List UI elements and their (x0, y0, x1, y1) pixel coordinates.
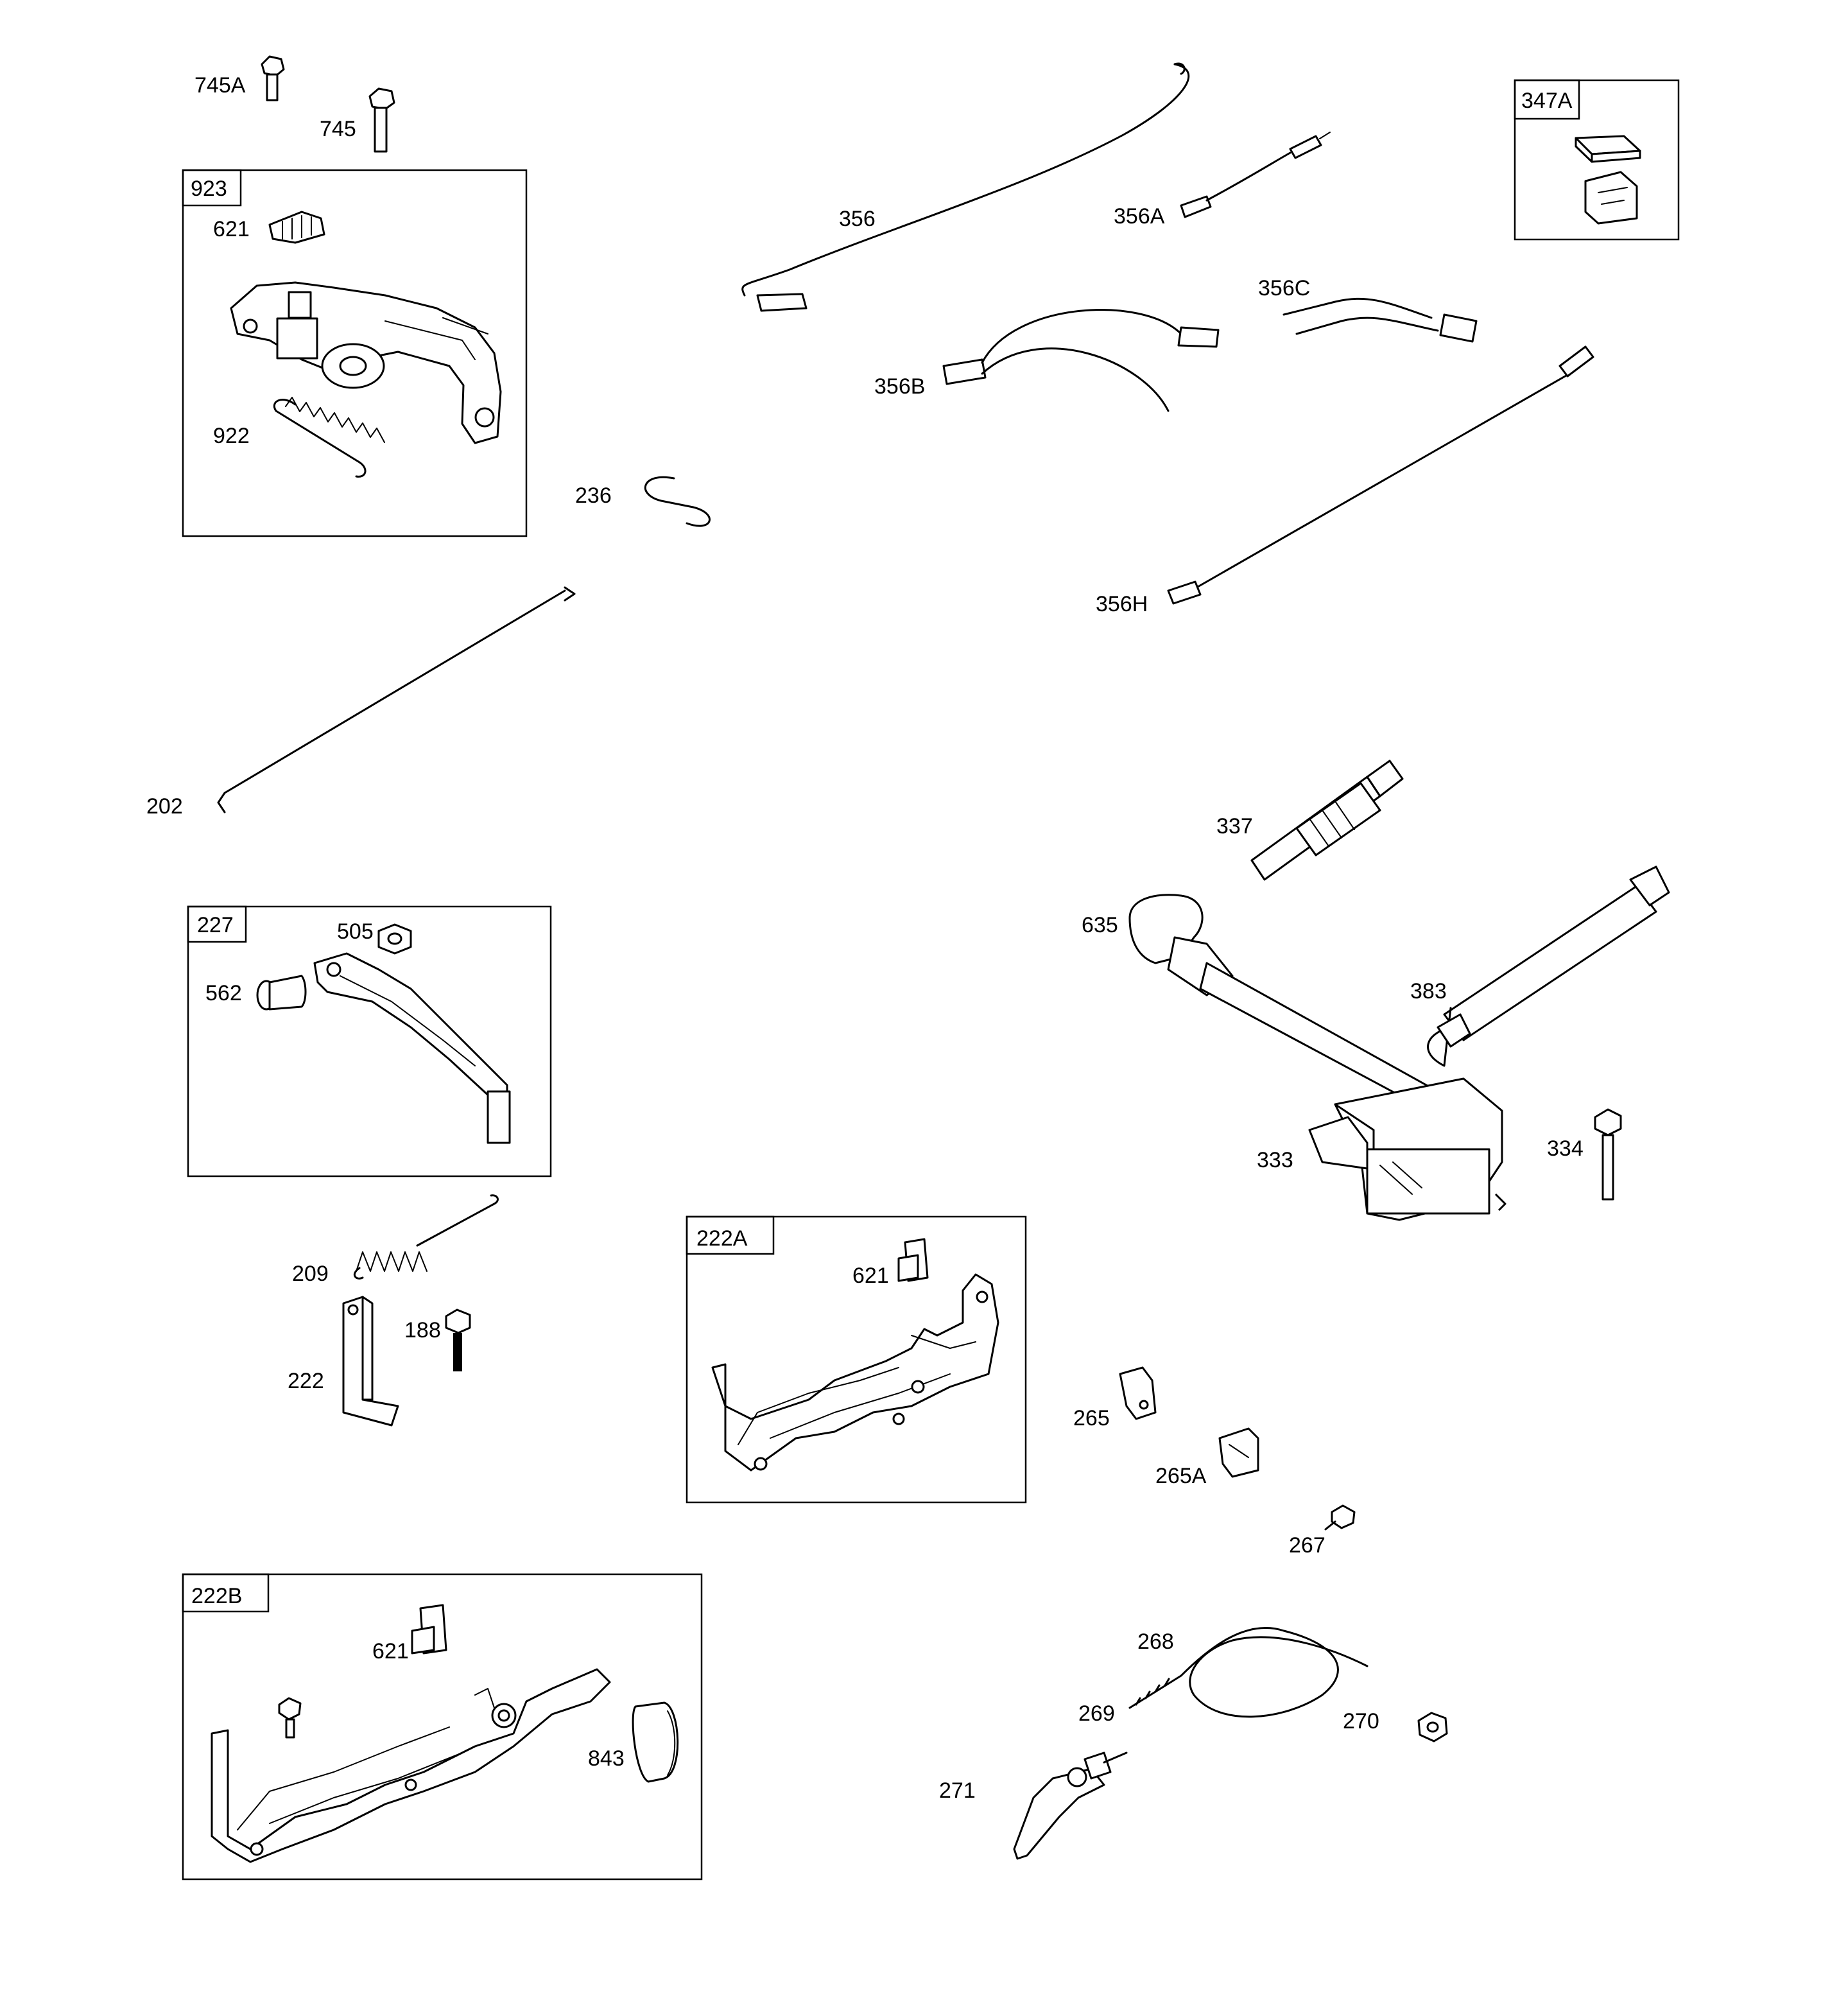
callout-269: 269 (1078, 1701, 1115, 1726)
callout-923: 923 (191, 177, 227, 201)
callout-922: 922 (213, 424, 250, 448)
callout-265: 265 (1073, 1406, 1110, 1430)
screw-222B-drawing (278, 1697, 302, 1739)
grip-843-drawing (632, 1701, 679, 1783)
bracket-222-drawing (342, 1296, 399, 1427)
group-tab-222A (686, 1215, 775, 1255)
callout-745A: 745A (194, 73, 246, 98)
bolt-745-drawing (368, 87, 395, 153)
callout-222: 222 (288, 1369, 324, 1393)
callout-505: 505 (337, 919, 374, 944)
callout-383: 383 (1410, 979, 1447, 1004)
group-box-222B (182, 1573, 703, 1881)
callout-843: 843 (588, 1746, 625, 1771)
spark-plug-337-drawing (1250, 760, 1404, 881)
group-tab-227 (187, 905, 247, 943)
callout-270: 270 (1343, 1709, 1379, 1734)
bolt-334-drawing (1594, 1108, 1622, 1201)
callout-333: 333 (1257, 1148, 1293, 1172)
wire-356H-drawing (1167, 345, 1594, 605)
callout-621-222A: 621 (852, 1264, 889, 1288)
wire-356C-drawing (1282, 297, 1478, 343)
clamp-265-drawing (1119, 1366, 1157, 1420)
group-box-222A (686, 1215, 1027, 1504)
callout-356: 356 (839, 207, 876, 231)
clip-621-222A-drawing (897, 1238, 929, 1282)
group-tab-347A (1514, 79, 1580, 120)
lever-227-drawing (313, 952, 511, 1144)
callout-222A: 222A (696, 1226, 748, 1251)
callout-356H: 356H (1096, 592, 1148, 616)
callout-635: 635 (1082, 913, 1118, 937)
ignition-coil-drawing (1128, 894, 1507, 1221)
clamp-265A-drawing (1218, 1427, 1259, 1478)
group-tab-923 (182, 169, 242, 207)
wire-356-drawing (741, 62, 1190, 312)
screw-267-drawing (1324, 1504, 1356, 1531)
clip-621-drawing (268, 211, 325, 244)
callout-356C: 356C (1258, 276, 1310, 300)
callout-268: 268 (1137, 1629, 1174, 1654)
callout-356A: 356A (1114, 204, 1165, 229)
callout-227: 227 (197, 913, 234, 937)
bolt-745A-drawing (261, 55, 285, 101)
control-bracket-drawing (230, 281, 502, 444)
nut-505-drawing (377, 923, 412, 955)
callout-347A: 347A (1521, 89, 1573, 113)
spring-209-drawing (353, 1194, 499, 1280)
callout-745: 745 (320, 117, 356, 141)
wire-356A-drawing (1180, 132, 1331, 218)
callout-621-923: 621 (213, 217, 250, 241)
callout-236: 236 (575, 483, 612, 508)
group-box-923 (182, 169, 528, 537)
callout-265A: 265A (1155, 1464, 1207, 1488)
clip-236-drawing (644, 476, 711, 527)
callout-621-222B: 621 (372, 1639, 409, 1664)
group-box-347A (1514, 79, 1680, 241)
callout-222B: 222B (191, 1584, 242, 1608)
callout-562: 562 (205, 981, 242, 1005)
callout-188: 188 (404, 1318, 441, 1343)
lever-271-drawing (1013, 1751, 1128, 1860)
cable-268-drawing (1128, 1627, 1368, 1718)
callout-334: 334 (1547, 1136, 1584, 1161)
callout-356B: 356B (874, 374, 925, 399)
wire-356B-drawing (942, 309, 1220, 412)
spring-922-drawing (273, 397, 385, 478)
callout-271: 271 (939, 1778, 976, 1803)
callout-267: 267 (1289, 1533, 1325, 1558)
control-plate-222B-drawing (211, 1668, 611, 1863)
group-tab-222B (182, 1573, 270, 1613)
wire-383-drawing (1427, 865, 1670, 1067)
clip-621-222B-drawing (411, 1604, 447, 1655)
control-plate-222A-drawing (711, 1273, 999, 1472)
pin-562-drawing (256, 975, 307, 1011)
nut-270-drawing (1417, 1712, 1448, 1742)
group-box-227 (187, 905, 552, 1177)
callout-337: 337 (1216, 814, 1253, 839)
callout-202: 202 (146, 794, 183, 819)
switch-347A-drawing (1575, 135, 1641, 225)
rod-202-drawing (217, 586, 576, 813)
bolt-188-drawing (445, 1308, 471, 1371)
callout-209: 209 (292, 1262, 329, 1286)
